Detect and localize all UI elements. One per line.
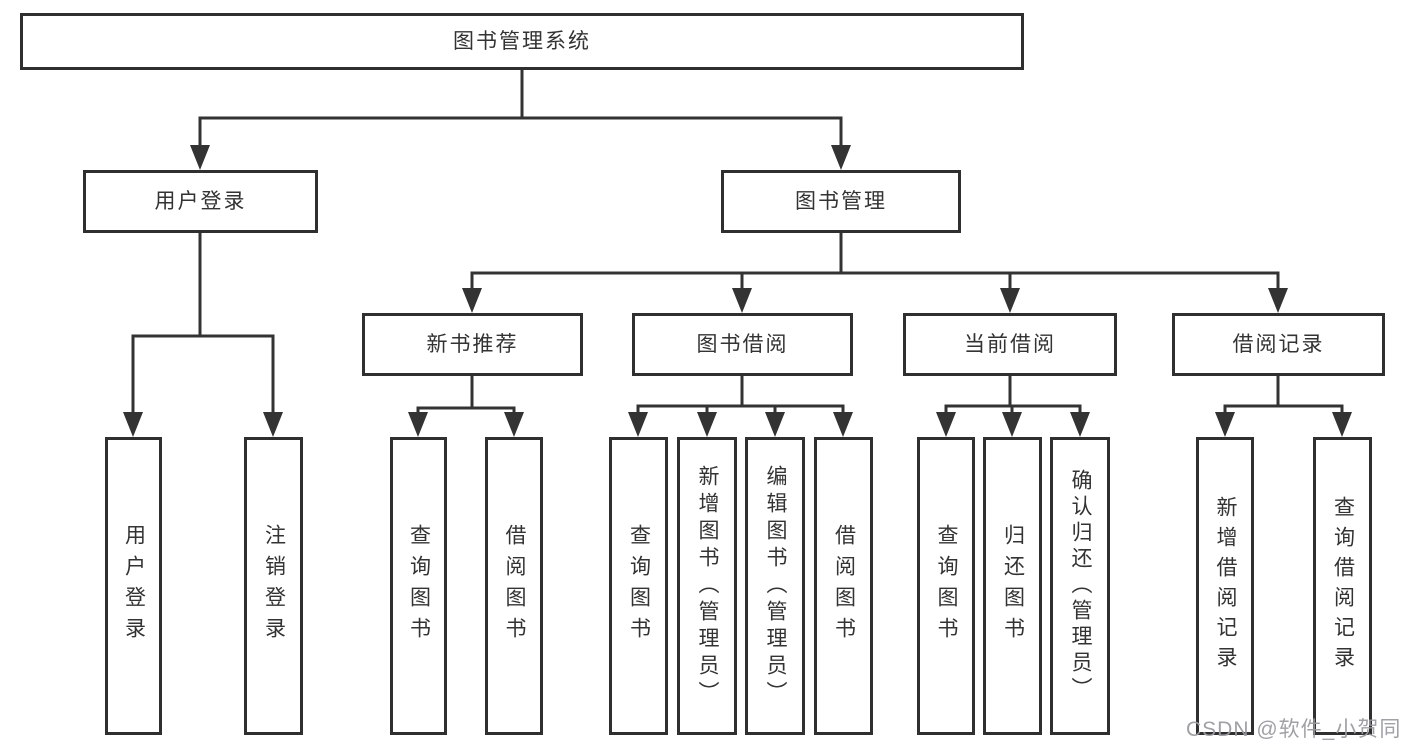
- leaf-br-add-record-label: 新增借阅记录: [1214, 496, 1237, 676]
- node-borrowing-records: 借阅记录: [1172, 313, 1385, 376]
- arrow-leaf-logout: [263, 412, 283, 437]
- arrow-leaf-user-login: [123, 412, 143, 437]
- arrow-nbr-borrow: [504, 412, 524, 437]
- node-new-book-recommend: 新书推荐: [362, 313, 583, 376]
- connector-cb-group: [944, 376, 1082, 413]
- connector-nbr-group: [416, 376, 516, 413]
- arrow-cb-query: [936, 412, 956, 437]
- leaf-br-add-record: 新增借阅记录: [1196, 437, 1254, 735]
- leaf-cb-query-books-label: 查询图书: [935, 524, 958, 648]
- connector-userlogin-group: [131, 233, 275, 413]
- leaf-bb-query-books: 查询图书: [609, 437, 668, 735]
- leaf-logout: 注销登录: [244, 437, 303, 735]
- leaf-br-query-record: 查询借阅记录: [1313, 437, 1372, 735]
- connector-level2-rail: [198, 116, 843, 146]
- leaf-cb-confirm-return-admin: 确认归还（管理员）: [1050, 437, 1110, 735]
- arrow-cb-confirm: [1070, 412, 1090, 437]
- node-book-borrowing-label: 图书借阅: [696, 333, 789, 356]
- leaf-bb-query-books-label: 查询图书: [627, 524, 651, 648]
- node-user-login-label: 用户登录: [154, 190, 247, 213]
- connector-level3-rail: [470, 271, 1280, 290]
- leaf-bb-edit-books-admin: 编辑图书（管理员）: [745, 437, 805, 735]
- leaf-nbr-borrow-books-label: 借阅图书: [503, 524, 526, 648]
- node-root-label: 图书管理系统: [453, 30, 591, 53]
- leaf-cb-return-books-label: 归还图书: [1001, 524, 1025, 648]
- arrow-bb-query: [628, 412, 648, 437]
- arrow-bb-add: [697, 412, 717, 437]
- arrow-cb-return: [1002, 412, 1022, 437]
- arrow-new-book-recommend: [462, 288, 482, 313]
- arrow-nbr-query: [408, 412, 428, 437]
- node-book-management-label: 图书管理: [795, 190, 887, 213]
- csdn-watermark: CSDN @软件_小贺同学: [1186, 718, 1402, 741]
- leaf-logout-label: 注销登录: [262, 524, 286, 648]
- leaf-cb-query-books: 查询图书: [917, 437, 975, 735]
- node-root: 图书管理系统: [20, 13, 1024, 70]
- arrow-bb-edit: [765, 412, 785, 437]
- node-book-borrowing: 图书借阅: [632, 313, 853, 376]
- leaf-bb-borrow-books: 借阅图书: [814, 437, 873, 735]
- leaf-bb-add-books-admin-label: 新增图书（管理员）: [696, 464, 719, 708]
- leaf-cb-return-books: 归还图书: [983, 437, 1042, 735]
- arrow-book-borrowing: [732, 288, 752, 313]
- leaf-bb-borrow-books-label: 借阅图书: [832, 524, 856, 648]
- arrow-br-add: [1215, 412, 1235, 437]
- leaf-cb-confirm-return-admin-label: 确认归还（管理员）: [1069, 469, 1092, 703]
- leaf-nbr-borrow-books: 借阅图书: [485, 437, 543, 735]
- arrow-br-query: [1332, 412, 1352, 437]
- node-book-management: 图书管理: [721, 170, 961, 233]
- node-borrowing-records-label: 借阅记录: [1232, 333, 1325, 356]
- leaf-user-login: 用户登录: [105, 437, 162, 735]
- leaf-nbr-query-books-label: 查询图书: [407, 524, 431, 648]
- arrow-book-management: [831, 145, 851, 170]
- node-user-login: 用户登录: [83, 170, 318, 233]
- leaf-br-query-record-label: 查询借阅记录: [1331, 496, 1355, 676]
- leaf-bb-edit-books-admin-label: 编辑图书（管理员）: [764, 464, 787, 708]
- leaf-user-login-label: 用户登录: [122, 524, 146, 648]
- arrow-current-borrowing: [1000, 288, 1020, 313]
- leaf-nbr-query-books: 查询图书: [390, 437, 447, 735]
- arrow-user-login: [190, 145, 210, 170]
- connector-bb-group: [636, 376, 845, 413]
- node-new-book-recommend-label: 新书推荐: [426, 333, 519, 356]
- arrow-borrowing-records: [1268, 288, 1288, 313]
- leaf-bb-add-books-admin: 新增图书（管理员）: [677, 437, 737, 735]
- node-current-borrowing: 当前借阅: [903, 313, 1117, 376]
- connector-br-group: [1223, 376, 1344, 413]
- arrow-bb-borrow: [833, 412, 853, 437]
- node-current-borrowing-label: 当前借阅: [964, 333, 1056, 356]
